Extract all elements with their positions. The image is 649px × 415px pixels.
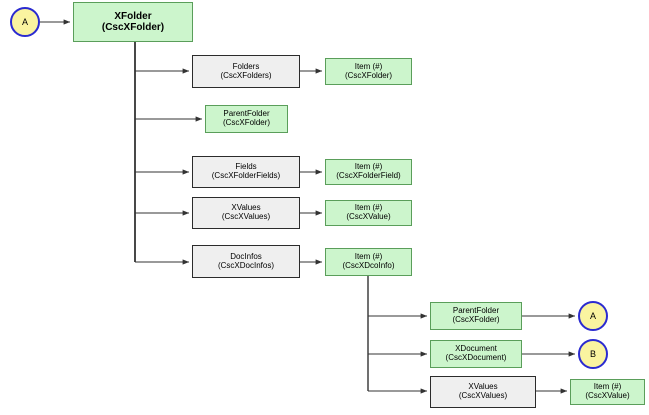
node-subtitle: (CscXDocument) — [445, 353, 507, 362]
node-xvalues[interactable]: XValues (CscXValues) — [192, 197, 300, 229]
node-title: ParentFolder — [452, 306, 500, 316]
node-docinfos[interactable]: DocInfos (CscXDocInfos) — [192, 245, 300, 278]
node-subtitle: (CscXValues) — [221, 212, 271, 221]
connector-circle-b-out: B — [578, 339, 608, 369]
connector-label: A — [21, 17, 28, 27]
node-subtitle: (CscXValues) — [458, 391, 508, 400]
node-subtitle: (CscXFolder) — [344, 70, 393, 80]
node-title: Item (#) — [354, 61, 383, 71]
node-title: DocInfos — [230, 251, 262, 261]
node-doc-xvalues[interactable]: XValues (CscXValues) — [430, 376, 536, 408]
node-subtitle: (CscXFolders) — [220, 70, 272, 80]
node-subtitle: (CscXFolder) — [452, 315, 500, 324]
node-doc-parentfolder[interactable]: ParentFolder (CscXFolder) — [430, 302, 522, 330]
node-doc-xvalues-item[interactable]: Item (#) (CscXValue) — [570, 379, 645, 405]
node-title: Item (#) — [593, 382, 622, 392]
node-title: Item (#) — [354, 162, 383, 172]
node-title: Item (#) — [354, 252, 383, 262]
node-subtitle: (CscXValue) — [346, 212, 391, 221]
node-subtitle: (CscXDcoInfo) — [342, 261, 395, 270]
node-title: XValues — [468, 382, 498, 392]
connector-label: A — [589, 311, 596, 321]
node-title: ParentFolder — [223, 109, 270, 119]
node-folders[interactable]: Folders (CscXFolders) — [192, 55, 300, 88]
node-subtitle: (CscXFolder) — [101, 22, 165, 33]
node-docinfos-item[interactable]: Item (#) (CscXDcoInfo) — [325, 248, 412, 276]
node-subtitle: (CscXFolderField) — [336, 171, 401, 180]
node-title: XDocument — [455, 344, 497, 354]
node-folders-item[interactable]: Item (#) (CscXFolder) — [325, 58, 412, 85]
node-title: XValues — [231, 203, 261, 213]
node-title: XFolder — [114, 10, 152, 22]
node-title: Folders — [232, 61, 260, 71]
node-title: Item (#) — [354, 203, 383, 213]
connector-circle-a-in: A — [10, 7, 40, 37]
node-title: Fields — [235, 162, 257, 172]
connector-circle-a-out: A — [578, 301, 608, 331]
node-fields-item[interactable]: Item (#) (CscXFolderField) — [325, 159, 412, 185]
connector-label: B — [589, 349, 596, 359]
node-subtitle: (CscXFolderFields) — [211, 171, 281, 180]
node-subtitle: (CscXFolder) — [222, 118, 271, 127]
node-xfolder-root[interactable]: XFolder (CscXFolder) — [73, 2, 193, 42]
node-subtitle: (CscXValue) — [585, 391, 630, 400]
node-parentfolder[interactable]: ParentFolder (CscXFolder) — [205, 105, 288, 133]
node-doc-xdocument[interactable]: XDocument (CscXDocument) — [430, 340, 522, 368]
node-subtitle: (CscXDocInfos) — [217, 260, 274, 270]
node-xvalues-item[interactable]: Item (#) (CscXValue) — [325, 200, 412, 226]
node-fields[interactable]: Fields (CscXFolderFields) — [192, 156, 300, 188]
